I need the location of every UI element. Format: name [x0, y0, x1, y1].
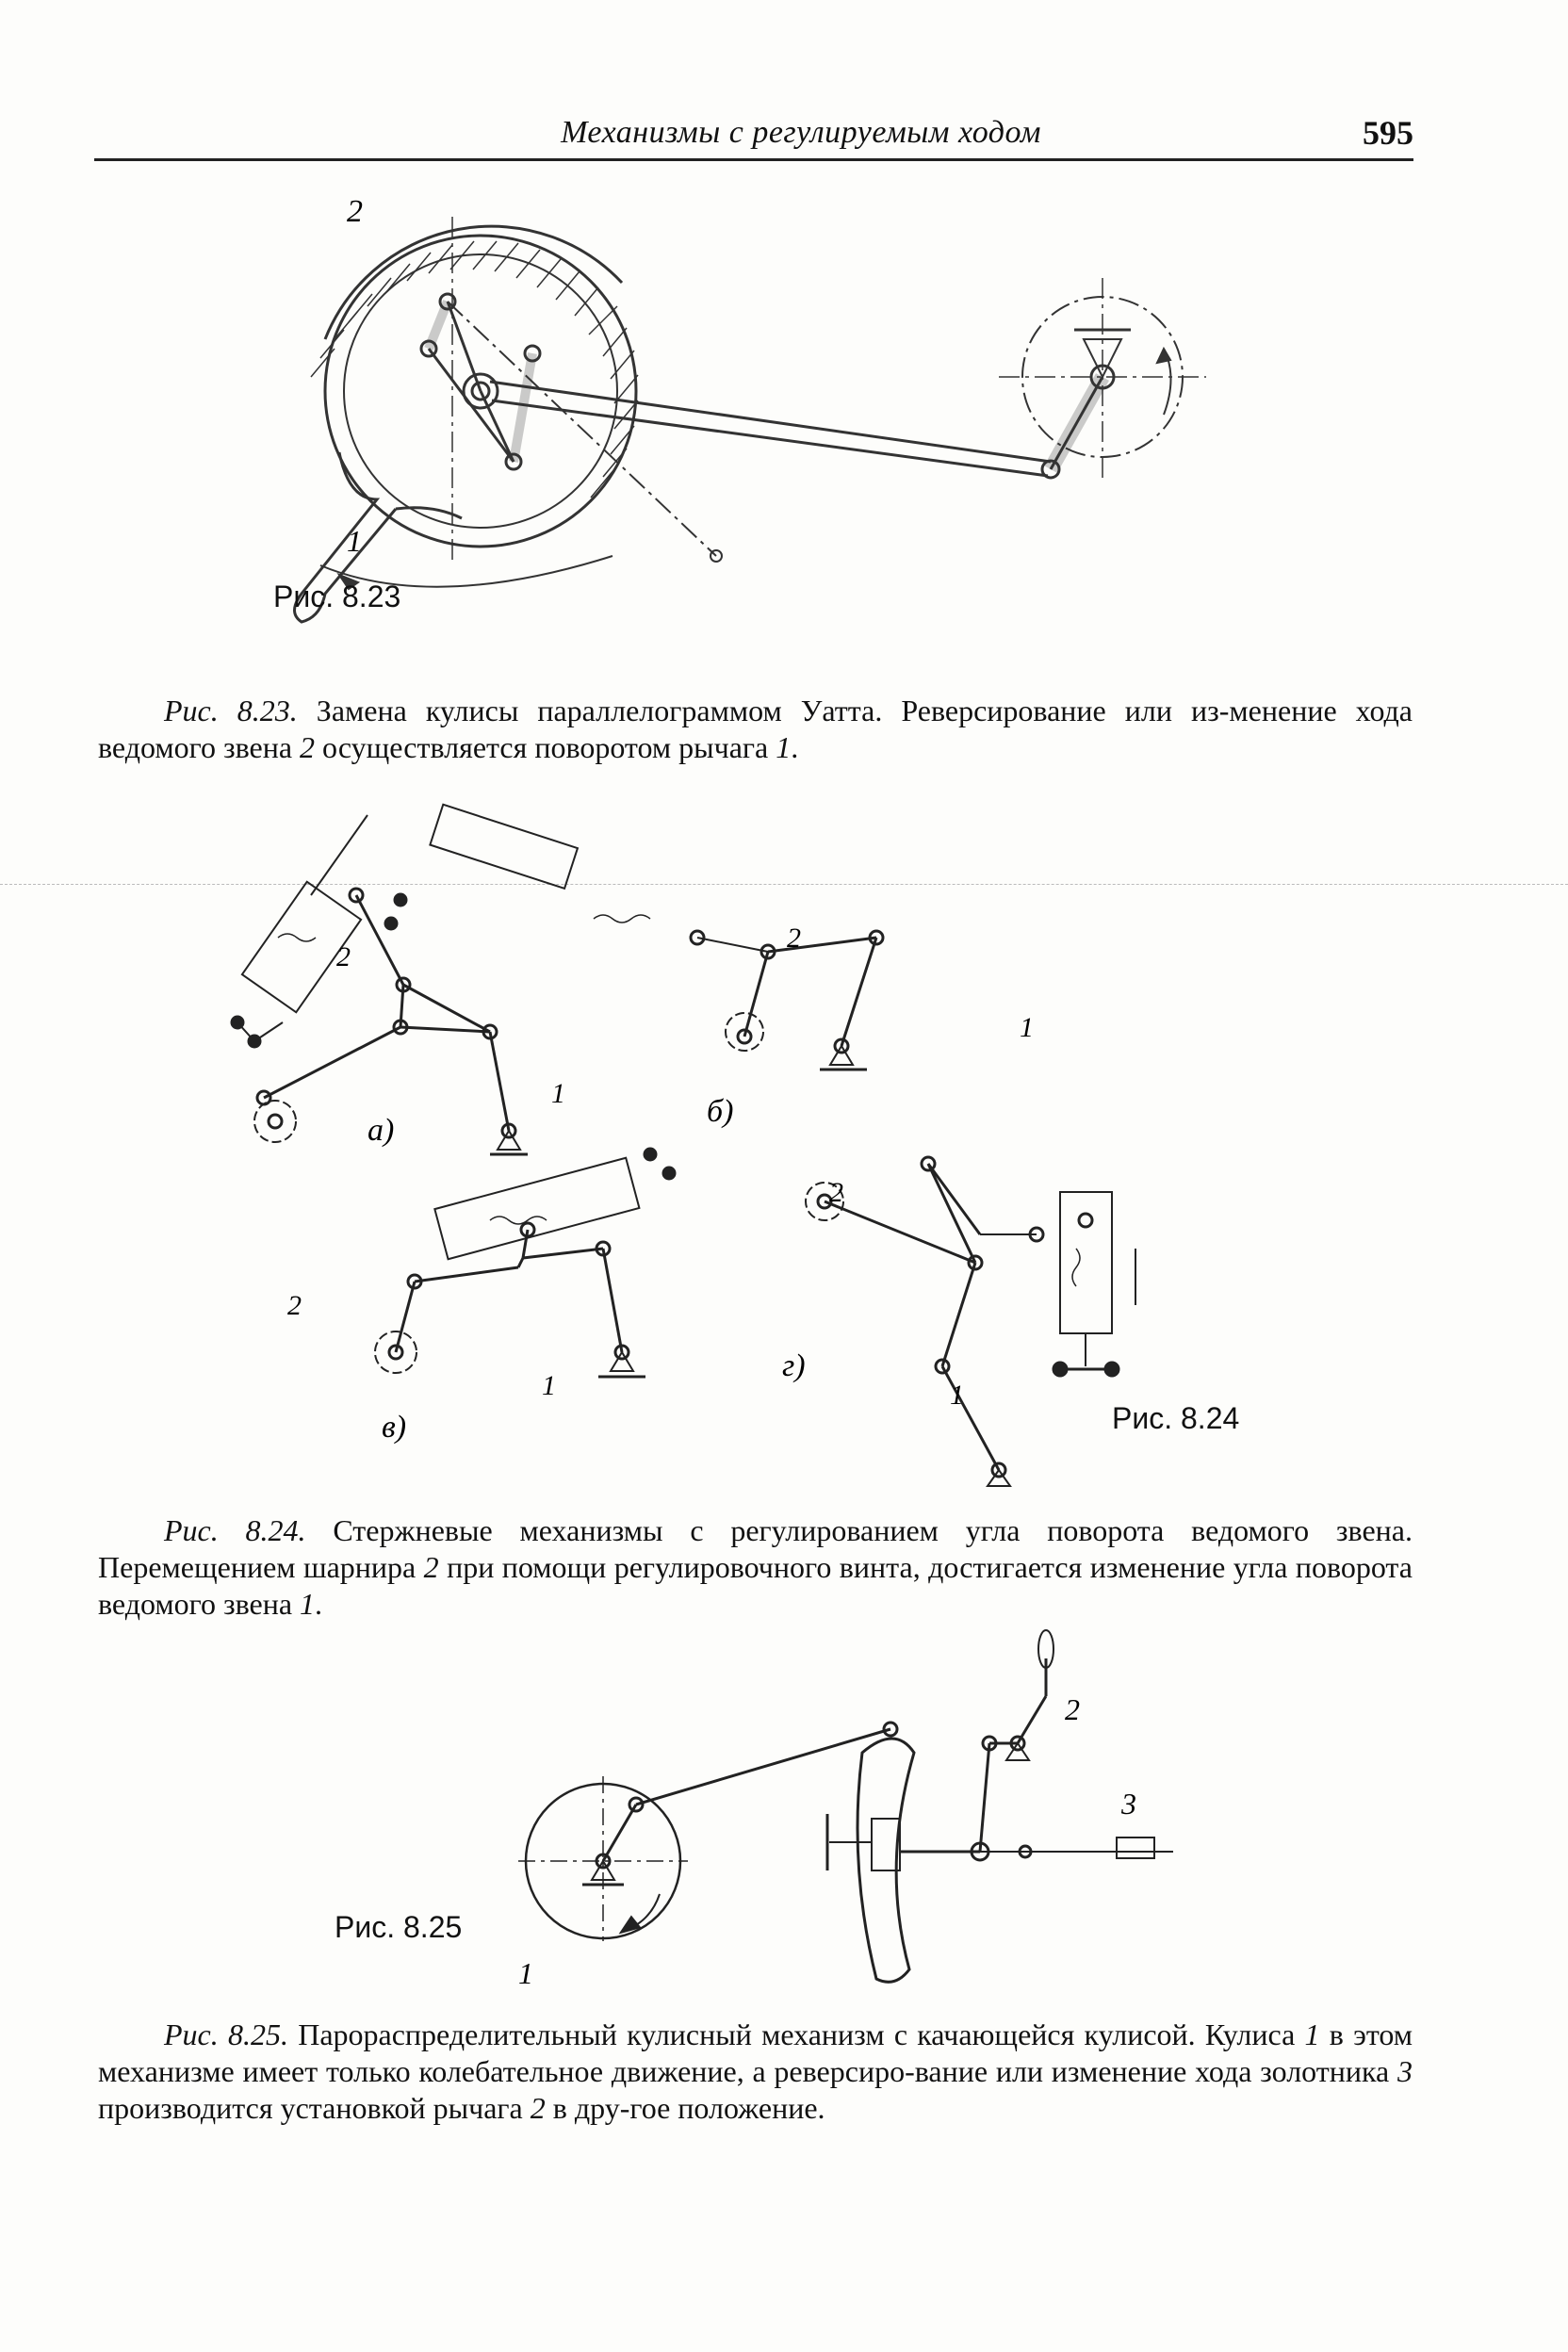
- caption-8-24-number: Рис. 8.24.: [164, 1513, 306, 1547]
- caption-8-25-ref-3: 3: [1397, 2054, 1413, 2088]
- fig824-sub-v: в): [382, 1410, 406, 1445]
- running-head-title: Механизмы с регулируемым ходом: [561, 115, 1041, 150]
- caption-8-24-ref-2: 2: [423, 1550, 439, 1584]
- caption-8-23-ref-2: 2: [300, 730, 316, 764]
- fig824-sub-b: б): [707, 1094, 733, 1129]
- figure-8-24-drawing: 2 1 а) 2 1 б) 2 1 в) 2 1 г): [230, 803, 1136, 1487]
- caption-8-23-number: Рис. 8.23.: [164, 694, 298, 727]
- caption-8-24-text-b: при помощи регулировочного винта, достиг…: [98, 1550, 1413, 1621]
- fig824g-part-1-label: 1: [950, 1380, 964, 1411]
- caption-8-23-ref-1: 1: [776, 730, 792, 764]
- fig824a-part-2-label: 2: [336, 941, 351, 972]
- fig824a-part-1-label: 1: [551, 1078, 565, 1109]
- figure-8-23-drawing: 2 1: [293, 194, 1206, 624]
- fig823-part-2-label: 2: [347, 194, 363, 229]
- caption-8-23-text-a: Замена кулисы параллелограммом Уатта. Ре…: [98, 694, 1413, 764]
- caption-8-25-number: Рис. 8.25.: [164, 2017, 288, 2051]
- figure-8-25-drawing: 1 2 3: [518, 1629, 1173, 1990]
- page-number: 595: [1363, 114, 1413, 152]
- caption-8-25-ref-2: 2: [530, 2091, 546, 2125]
- fig824-sub-g: г): [782, 1348, 806, 1383]
- fig824-sub-a: а): [368, 1113, 394, 1148]
- caption-8-25-text-a: Парораспределительный кулисный механизм …: [287, 2017, 1305, 2051]
- figure-8-23-label: Рис. 8.23: [273, 580, 401, 613]
- caption-8-25-text-d: в дру-гое положение.: [545, 2091, 825, 2125]
- fig825-part-1-label: 1: [518, 1956, 533, 1990]
- fig824v-part-1-label: 1: [542, 1370, 556, 1401]
- running-head: Механизмы с регулируемым ходом 595: [94, 106, 1413, 161]
- caption-8-25-text-c: производится установкой рычага: [98, 2091, 531, 2125]
- fig824g-part-2-label: 2: [829, 1177, 843, 1208]
- figure-8-25-label: Рис. 8.25: [335, 1910, 463, 1944]
- fig825-part-3-label: 3: [1120, 1787, 1136, 1821]
- caption-8-23-text-c: .: [791, 730, 799, 764]
- caption-8-24: Рис. 8.24. Стержневые механизмы с регули…: [98, 1512, 1413, 1623]
- figure-8-24-label: Рис. 8.24: [1112, 1401, 1240, 1435]
- caption-8-25: Рис. 8.25. Парораспределительный кулисны…: [98, 2017, 1413, 2127]
- caption-8-25-text-b: в этом механизме имеет только колебатель…: [98, 2017, 1413, 2088]
- caption-8-25-ref-1: 1: [1304, 2017, 1320, 2051]
- scan-divider: [0, 884, 1568, 885]
- figure-8-24: 2 1 а) 2 1 б) 2 1 в) 2 1 г): [217, 803, 1329, 1487]
- fig825-part-2-label: 2: [1065, 1692, 1080, 1726]
- fig823-part-1-label: 1: [347, 524, 362, 558]
- caption-8-24-text-a: Стержневые механизмы с регулированием уг…: [98, 1513, 1413, 1584]
- caption-8-23: Рис. 8.23. Замена кулисы параллелограммо…: [98, 693, 1413, 766]
- figure-8-23: 2 1: [245, 188, 1300, 631]
- fig824b-part-1-label: 1: [1020, 1012, 1034, 1043]
- caption-8-23-text-b: осуществляется поворотом рычага: [315, 730, 776, 764]
- fig824v-part-2-label: 2: [287, 1290, 302, 1321]
- figure-8-25: 1 2 3: [509, 1629, 1187, 2007]
- caption-8-24-text-c: .: [315, 1587, 323, 1621]
- fig824b-part-2-label: 2: [787, 923, 801, 954]
- caption-8-24-ref-1: 1: [300, 1587, 316, 1621]
